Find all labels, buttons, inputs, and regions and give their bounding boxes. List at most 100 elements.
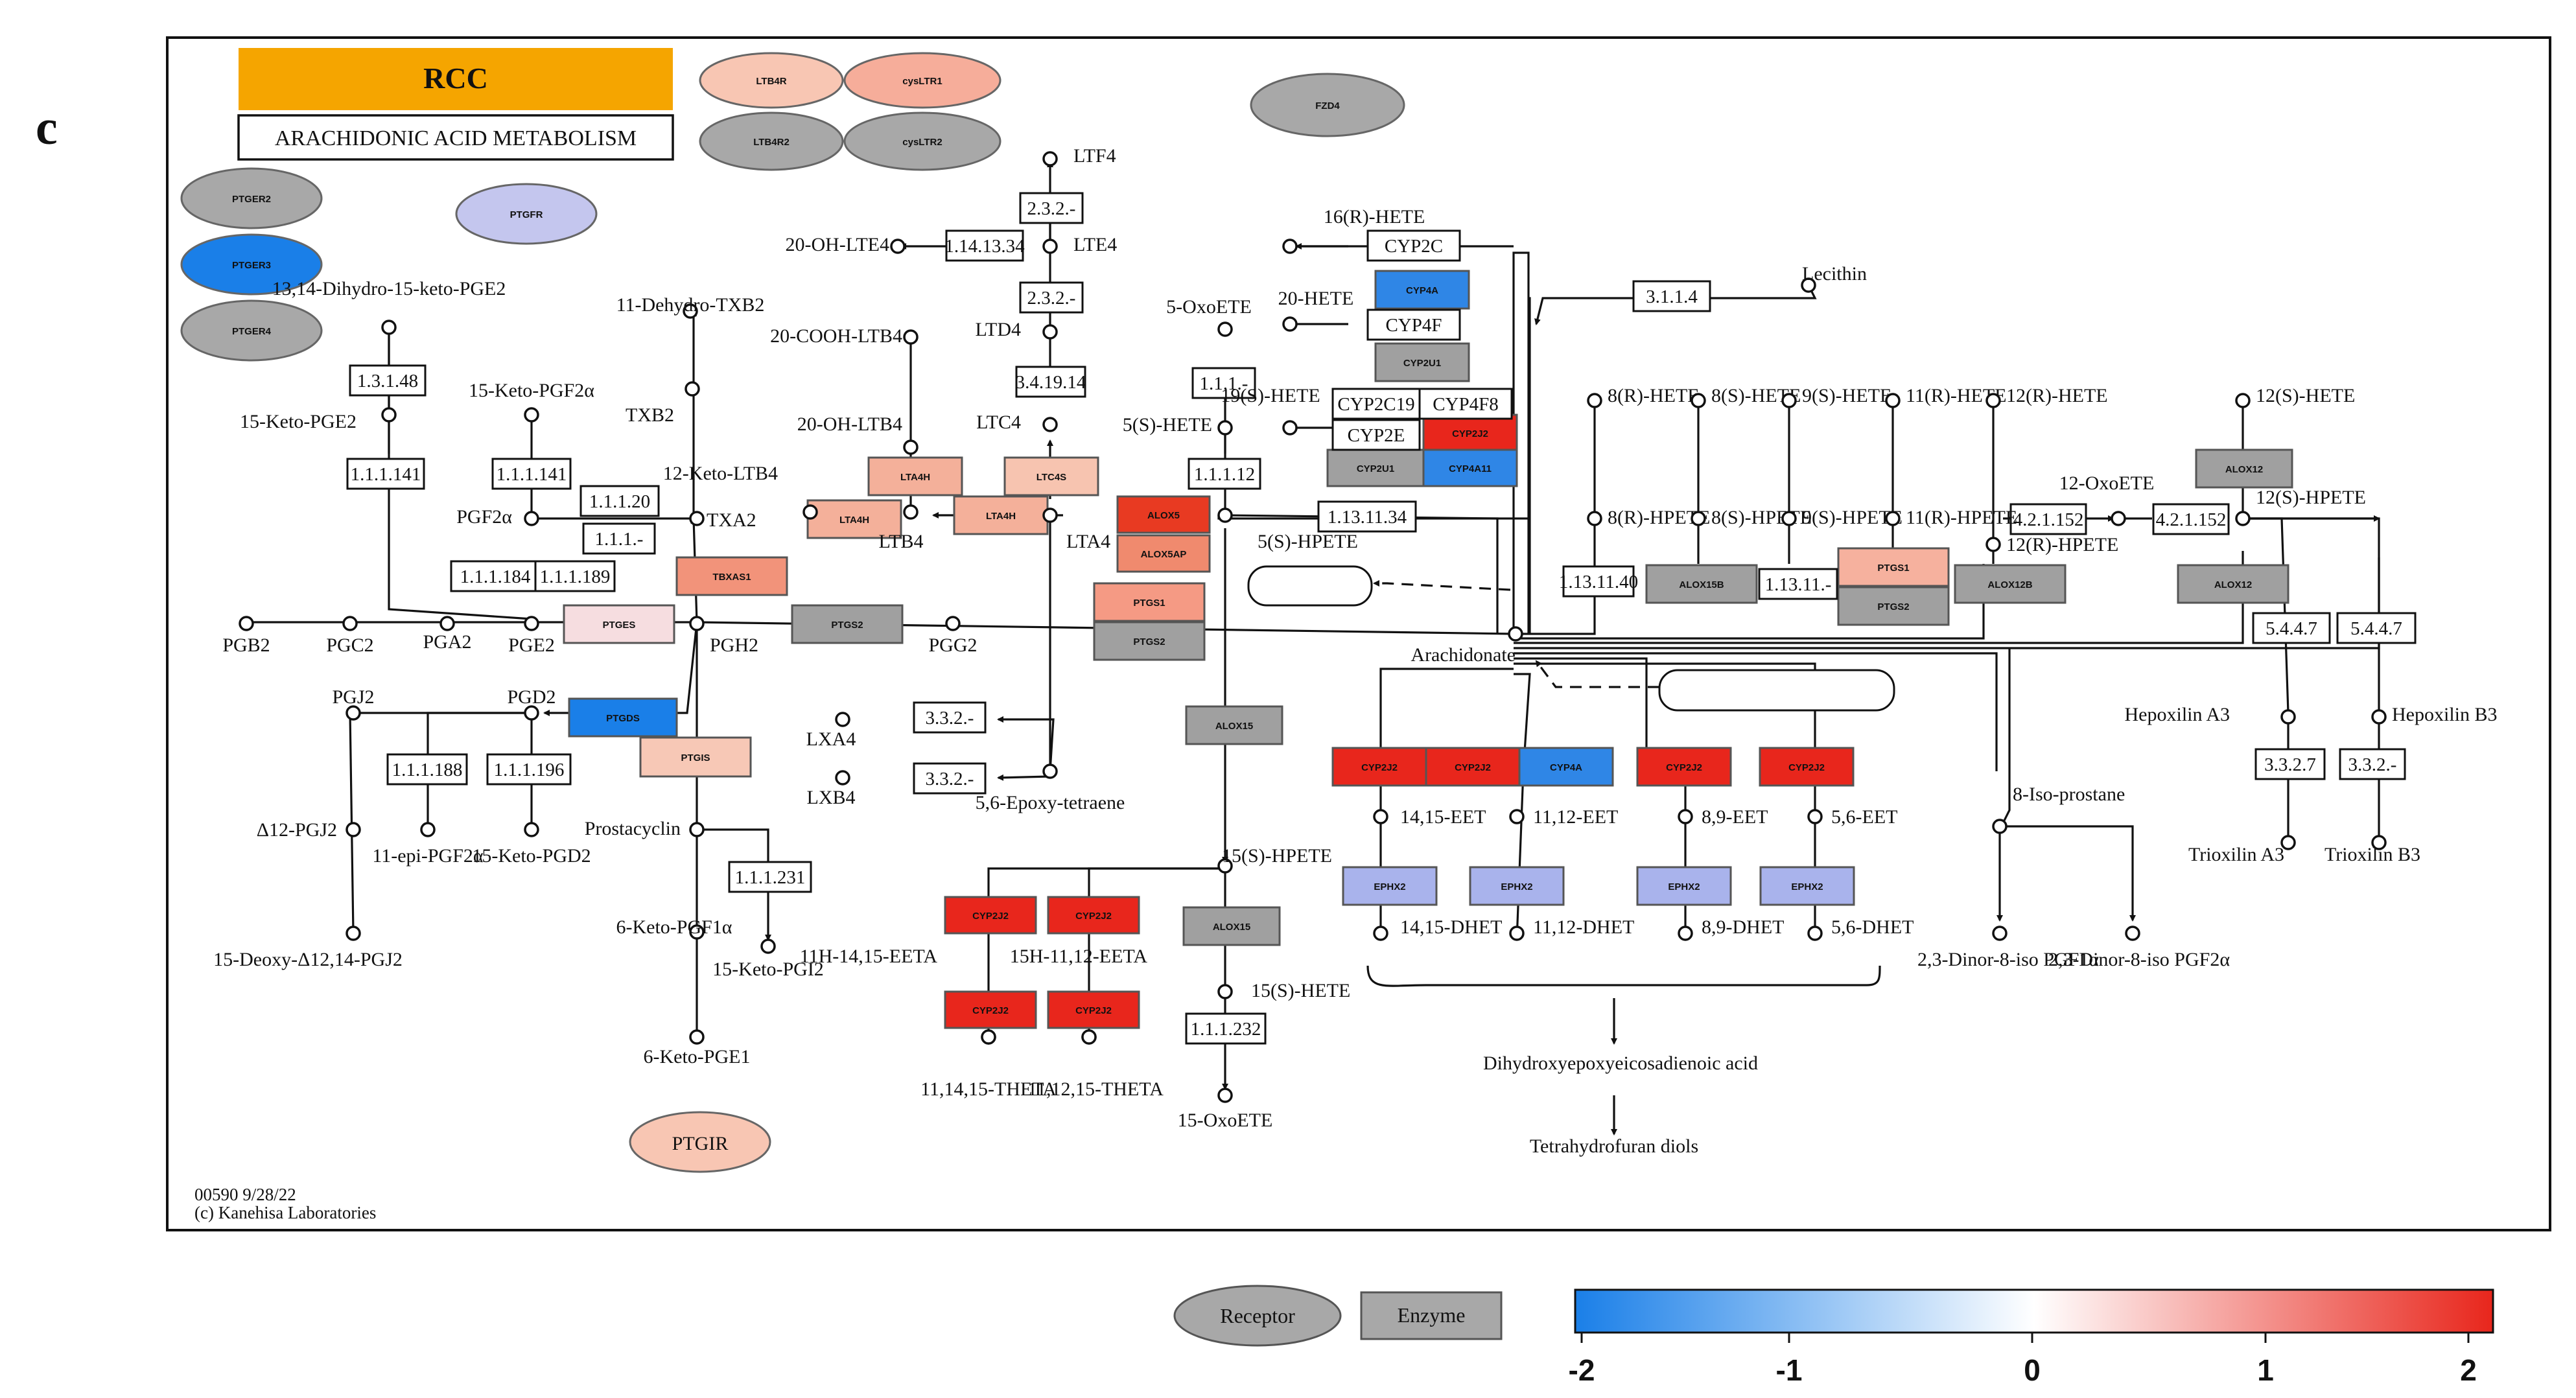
gene-label-alox12-25: ALOX12	[2214, 579, 2252, 590]
receptor-cysltr2-label: cysLTR2	[902, 137, 942, 148]
compound-node-5-oxoete	[1217, 321, 1233, 337]
ec-label-3-3-2-24: 3.3.2.-	[926, 769, 974, 789]
receptor-fzd4	[1250, 73, 1405, 137]
ec-label-1-1-1-141-15: 1.1.1.141	[497, 464, 567, 485]
compound-label-11-dehydro-txb2: 11-Dehydro-TXB2	[616, 294, 765, 316]
receptor-ptger4-label: PTGER4	[232, 326, 272, 337]
compound-label-pgd2: PGD2	[507, 686, 556, 708]
receptor-cysltr1-label: cysLTR1	[902, 76, 942, 87]
gene-label-ephx2-33: EPHX2	[1668, 881, 1700, 892]
compound-node-5-6-eet	[1807, 809, 1823, 824]
ec-box-5-4-4-7-30	[2252, 612, 2331, 644]
ec-box-1-1-1-20-16	[580, 485, 660, 517]
gene-box-cyp4a-0	[1374, 270, 1470, 310]
compound-node-ltb4	[903, 504, 919, 520]
panel-letter: c	[36, 100, 58, 155]
compound-node-lte4	[1042, 239, 1058, 254]
ec-box-3-3-2-23	[913, 701, 987, 734]
compound-node-15-keto-pgf2	[524, 407, 539, 423]
compound-node-13-14-dihydro-15-keto-pge2	[381, 320, 397, 335]
gene-box-cyp2j2-35	[944, 896, 1037, 935]
gene-label-cyp4a-28: CYP4A	[1550, 762, 1582, 773]
ec-box-5-4-4-7-31	[2336, 612, 2417, 644]
compound-label-12-s-hete: 12(S)-HETE	[2256, 385, 2355, 406]
colorbar-tick-label-0: -2	[1569, 1353, 1595, 1387]
compound-node-hepoxilin-a3	[2280, 709, 2296, 725]
compound-node-lecithin	[1801, 277, 1816, 293]
compound-node-15-s-hete	[1217, 984, 1233, 999]
gene-label-ephx2-34: EPHX2	[1791, 881, 1823, 892]
compound-label-ltf4: LTF4	[1073, 145, 1116, 167]
receptor-ptger3	[180, 233, 323, 296]
compound-node-9-s-hete	[1781, 393, 1797, 408]
compound-label-15-s-hete: 15(S)-HETE	[1251, 980, 1350, 1001]
ec-box-1-14-13-34-6	[945, 229, 1024, 262]
legend-enzyme-swatch	[1360, 1291, 1503, 1340]
compound-node-20-cooh-ltb4	[903, 329, 919, 345]
compound-label-trioxilin-a3: Trioxilin A3	[2188, 844, 2284, 865]
compound-label-15-oxoete: 15-OxoETE	[1178, 1110, 1273, 1131]
gene-box-ptgs1-14	[1093, 582, 1206, 622]
eicosanoids-box	[1247, 565, 1373, 607]
gene-label-lta4h-5: LTA4H	[900, 472, 930, 483]
ec-label-4-2-1-152-28: 4.2.1.152	[2013, 509, 2084, 530]
compound-node-12-s-hete	[2235, 393, 2251, 408]
gene-label-alox5ap-10: ALOX5AP	[1141, 549, 1187, 560]
receptor-ltb4r2	[699, 111, 844, 171]
compound-label-20-oh-lte4: 20-OH-LTE4	[785, 234, 889, 255]
compound-label-13-14-dihydro-15-keto-pge2: 13,14-Dihydro-15-keto-PGE2	[272, 278, 506, 299]
compound-label-ltd4: LTD4	[975, 319, 1021, 340]
gene-box-ephx2-32	[1469, 866, 1565, 906]
gene-label-cyp2j2-27: CYP2J2	[1455, 762, 1491, 773]
ec-box-cyp4f-1	[1366, 309, 1461, 341]
compound-node-6-keto-pgf1	[689, 924, 705, 940]
gene-label-cyp2j2-36: CYP2J2	[1075, 911, 1112, 922]
gene-label-alox12b-23: ALOX12B	[1987, 579, 2032, 590]
compound-node-ltf4	[1042, 151, 1058, 167]
ec-label-cyp2c-0: CYP2C	[1385, 236, 1443, 257]
gene-box-ptgs1-21	[1837, 547, 1950, 587]
receptor-fzd4-label: FZD4	[1315, 100, 1340, 111]
gene-label-alox5-9: ALOX5	[1147, 510, 1180, 521]
compound-label-lecithin: Lecithin	[1802, 263, 1867, 285]
compound-node-ltd4	[1042, 324, 1058, 340]
compound-node-12-r-hete	[1985, 393, 2001, 408]
ec-label-cyp4f-1: CYP4F	[1385, 315, 1442, 336]
gene-box-alox15-19	[1182, 906, 1281, 946]
ec-label-1-3-1-48-13: 1.3.1.48	[357, 371, 418, 391]
compound-node-19-s-hete	[1282, 420, 1298, 436]
compound-node-12-r-hpete	[1985, 537, 2001, 552]
compound-node-15-oxoete	[1217, 1088, 1233, 1103]
compound-label-6-keto-pgf1: 6-Keto-PGF1α	[616, 916, 732, 938]
gene-label-cyp2j2-37: CYP2J2	[972, 1005, 1009, 1016]
gene-label-tbxas1-11: TBXAS1	[712, 572, 751, 583]
title-banner-text: RCC	[423, 62, 488, 95]
compound-node-9-s-hpete	[1781, 511, 1797, 526]
compound-label-5-6-dhet: 5,6-DHET	[1831, 916, 1914, 938]
compound-node-5-s-hete	[1217, 420, 1233, 436]
receptor-cysltr1	[843, 52, 1001, 109]
ec-box-3-3-2-7-32	[2254, 748, 2326, 780]
compound-node-pgf2	[524, 511, 539, 526]
compound-node-pgb2	[239, 616, 254, 631]
compound-node-6-keto-pge1	[689, 1029, 705, 1045]
compound-label-pga2: PGA2	[423, 631, 471, 653]
gene-box-ptgds-16	[568, 697, 678, 738]
compound-label-20-oh-ltb4: 20-OH-LTB4	[797, 414, 902, 435]
gene-box-ptgis-17	[639, 736, 752, 778]
ec-label-3-1-1-4-12: 3.1.1.4	[1646, 286, 1698, 307]
gene-label-ptgs1-21: PTGS1	[1877, 563, 1909, 574]
compound-label-15h-11-12-eeta: 15H-11,12-EETA	[1010, 946, 1148, 967]
receptor-ptger2	[180, 167, 323, 229]
compound-label-19-s-hete: 19(S)-HETE	[1221, 385, 1320, 406]
compound-node-lta4	[1042, 507, 1058, 523]
ec-label-1-1-1-231-22: 1.1.1.231	[735, 867, 806, 888]
ec-box-2-3-2-5	[1019, 192, 1084, 224]
gene-label-alox15b-20: ALOX15B	[1679, 579, 1724, 590]
compound-label-5-6-eet: 5,6-EET	[1831, 806, 1897, 828]
compound-node-8-9-dhet	[1678, 926, 1693, 941]
compound-node-hepoxilin-b3	[2371, 709, 2387, 725]
